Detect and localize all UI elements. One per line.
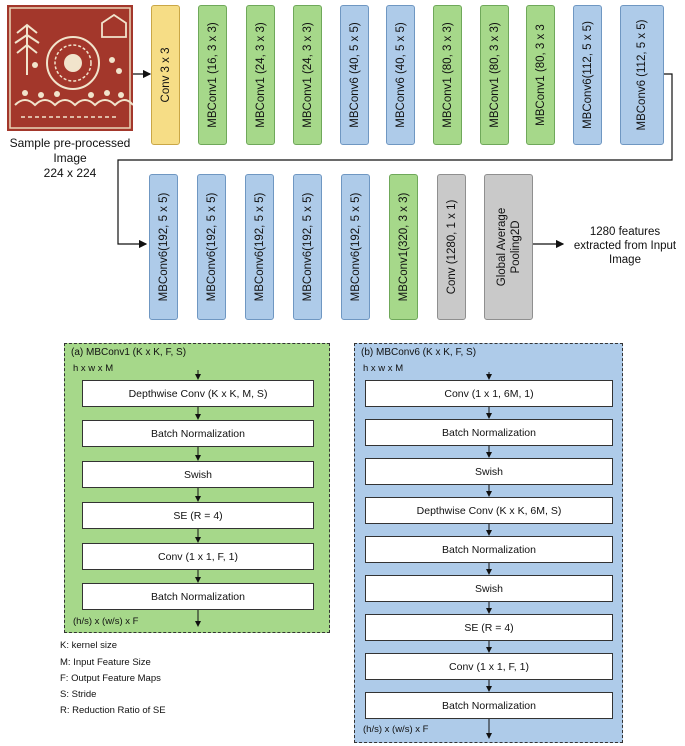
block-label: MBConv1 (80, 3 x 3) <box>441 22 454 128</box>
block-label: MBConv1 (16, 3 x 3) <box>206 22 219 128</box>
conv-1280-block: Conv (1280, 1 x 1) <box>437 174 466 320</box>
folk-painting-image <box>7 5 134 131</box>
block-label: MBConv6(112, 5 x 5) <box>581 21 594 129</box>
mbconv6-192-block-2: MBConv6(192, 5 x 5) <box>197 174 226 320</box>
output-caption-line2: extracted from Input <box>573 240 677 252</box>
block-label: MBConv1 (80, 3 x 3) <box>488 22 501 128</box>
panel-b-depthwise-conv: Depthwise Conv (K x K, 6M, S) <box>365 497 613 524</box>
block-label: MBConv1 (24, 3 x 3) <box>254 22 267 128</box>
input-caption-line1: Sample pre-processed <box>9 136 131 150</box>
panel-b-batch-norm-3: Batch Normalization <box>365 692 613 719</box>
mbconv1-80-block-3: MBConv1 (80, 3 x 3 <box>526 5 555 145</box>
block-label: MBConv6(192, 5 x 5) <box>253 192 266 302</box>
mbconv6-192-block-4: MBConv6(192, 5 x 5) <box>293 174 322 320</box>
legend-output-feature-maps: F: Output Feature Maps <box>60 673 161 684</box>
legend-stride: S: Stride <box>60 689 97 700</box>
mbconv6-112-block-2: MBConv6 (112, 5 x 5) <box>620 5 664 145</box>
block-label: Conv 3 x 3 <box>159 47 172 103</box>
block-label: Conv (1280, 1 x 1) <box>445 199 458 295</box>
panel-a-batch-norm: Batch Normalization <box>82 420 314 447</box>
input-caption-line3: 224 x 224 <box>43 166 97 180</box>
conv3x3-block: Conv 3 x 3 <box>151 5 180 145</box>
block-label: MBConv6(192, 5 x 5) <box>301 192 314 302</box>
mbconv6-40-block: MBConv6 (40, 5 x 5) <box>340 5 369 145</box>
output-caption-line3: Image <box>609 254 641 266</box>
legend-input-feature-size: M: Input Feature Size <box>60 657 151 668</box>
panel-b-conv1x1: Conv (1 x 1, F, 1) <box>365 653 613 680</box>
mbconv6-192-block-5: MBConv6(192, 5 x 5) <box>341 174 370 320</box>
input-caption: Sample pre-processed Image 224 x 224 <box>0 136 150 181</box>
output-caption-line1: 1280 features <box>589 226 661 238</box>
panel-b-conv-expand: Conv (1 x 1, 6M, 1) <box>365 380 613 407</box>
panel-a-batch-norm-2: Batch Normalization <box>82 583 314 610</box>
block-label: MBConv1 (24, 3 x 3) <box>301 22 314 128</box>
panel-b-swish-2: Swish <box>365 575 613 602</box>
panel-b-batch-norm-2: Batch Normalization <box>365 536 613 563</box>
mbconv1-panel: (a) MBConv1 (K x K, F, S) h x w x M Dept… <box>64 343 330 633</box>
mbconv6-192-block: MBConv6(192, 5 x 5) <box>149 174 178 320</box>
mbconv1-24-block-2: MBConv1 (24, 3 x 3) <box>293 5 322 145</box>
panel-a-se: SE (R = 4) <box>82 502 314 529</box>
output-caption: 1280 features extracted from Input Image <box>565 225 685 267</box>
block-label: Global Average Pooling2D <box>495 207 522 287</box>
panel-b-title: (b) MBConv6 (K x K, F, S) <box>361 347 477 358</box>
panel-a-conv1x1: Conv (1 x 1, F, 1) <box>82 543 314 570</box>
mbconv1-80-block-2: MBConv1 (80, 3 x 3) <box>480 5 509 145</box>
sample-input-image <box>7 5 134 131</box>
block-label: MBConv1(320, 3 x 3) <box>397 192 410 302</box>
mbconv1-320-block: MBConv1(320, 3 x 3) <box>389 174 418 320</box>
panel-a-title: (a) MBConv1 (K x K, F, S) <box>71 347 187 358</box>
block-label: MBConv1 (80, 3 x 3 <box>534 24 547 126</box>
panel-a-input-dims: h x w x M <box>73 363 114 374</box>
legend-reduction-ratio: R: Reduction Ratio of SE <box>60 705 166 716</box>
legend-kernel-size: K: kernel size <box>60 640 118 651</box>
mbconv1-80-block: MBConv1 (80, 3 x 3) <box>433 5 462 145</box>
global-average-pooling-block: Global Average Pooling2D <box>484 174 533 320</box>
panel-b-se: SE (R = 4) <box>365 614 613 641</box>
panel-a-arrows <box>195 370 201 627</box>
panel-b-output-dims: (h/s) x (w/s) x F <box>363 724 429 735</box>
block-label: MBConv6(192, 5 x 5) <box>349 192 362 302</box>
block-label: MBConv6 (40, 5 x 5) <box>348 22 361 128</box>
block-label: MBConv6 (112, 5 x 5) <box>636 19 648 131</box>
panel-a-swish: Swish <box>82 461 314 488</box>
mbconv6-40-block-2: MBConv6 (40, 5 x 5) <box>386 5 415 145</box>
mbconv6-panel: (b) MBConv6 (K x K, F, S) h x w x M Conv… <box>354 343 623 743</box>
panel-b-input-dims: h x w x M <box>363 363 404 374</box>
mbconv1-24-block: MBConv1 (24, 3 x 3) <box>246 5 275 145</box>
panel-a-output-dims: (h/s) x (w/s) x F <box>73 616 139 627</box>
block-label: MBConv6(192, 5 x 5) <box>205 192 218 302</box>
input-caption-line2: Image <box>53 151 87 165</box>
mbconv6-112-block: MBConv6(112, 5 x 5) <box>573 5 602 145</box>
block-label: MBConv6(192, 5 x 5) <box>157 192 170 302</box>
arrow-row1-to-row2 <box>117 73 673 249</box>
panel-b-arrows <box>486 372 492 739</box>
mbconv6-192-block-3: MBConv6(192, 5 x 5) <box>245 174 274 320</box>
mbconv1-16-block: MBConv1 (16, 3 x 3) <box>198 5 227 145</box>
panel-a-depthwise-conv: Depthwise Conv (K x K, M, S) <box>82 380 314 407</box>
block-label: MBConv6 (40, 5 x 5) <box>394 22 407 128</box>
panel-b-batch-norm: Batch Normalization <box>365 419 613 446</box>
panel-b-swish: Swish <box>365 458 613 485</box>
